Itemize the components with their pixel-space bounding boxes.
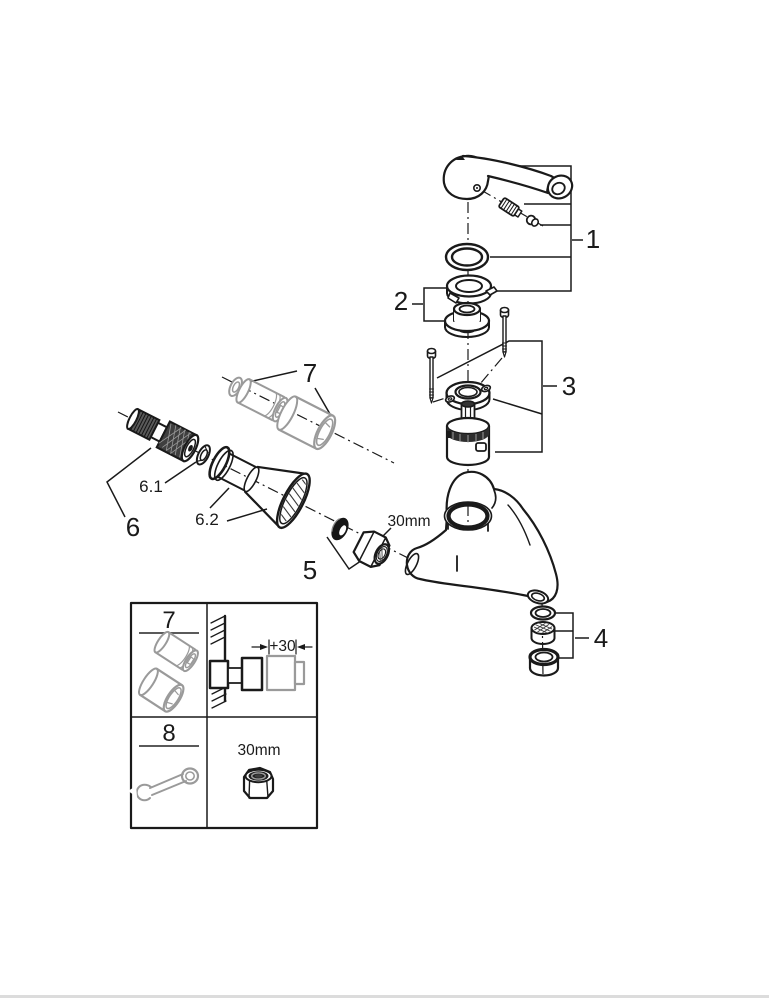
legend-cell-part7: 7	[137, 607, 199, 713]
seal-gasket	[331, 517, 349, 541]
callout-lines	[106, 165, 589, 659]
wall-hatching	[210, 615, 227, 709]
callout-bracket-3	[436, 340, 557, 453]
callout-label-7: 7	[303, 358, 317, 388]
handle-retaining-ring	[445, 274, 498, 305]
callout-bracket-4	[555, 612, 589, 659]
fixing-screw-left	[426, 347, 437, 404]
legend-nut-icon	[242, 766, 275, 800]
cartridge-flange-bushing	[443, 301, 491, 338]
aerator-housing	[528, 647, 560, 677]
fixing-screw-right	[499, 306, 510, 358]
legend-wrench-size-label: 30mm	[237, 742, 280, 759]
legend-wrench-icon	[128, 767, 200, 802]
aerator-insert	[530, 621, 556, 645]
union-nut-30mm	[352, 530, 391, 568]
legend-nut-cell: 30mm	[237, 742, 281, 800]
screw-cap	[525, 214, 540, 227]
extension-set	[228, 376, 337, 451]
legend-cell-part8: 8	[128, 720, 200, 802]
callout-bracket-1-stubs	[490, 203, 583, 258]
legend-sleeve-icon	[137, 667, 185, 713]
o-ring	[444, 242, 490, 272]
screw-right-align-axis	[479, 357, 503, 385]
legend-adapter-icon	[153, 630, 199, 673]
faucet-body	[404, 470, 559, 605]
callout-leader-6-2	[209, 487, 268, 522]
legend-part8-number: 8	[162, 720, 175, 747]
callout-label-5: 5	[303, 555, 317, 585]
nut-size-label: 30mm	[387, 513, 430, 530]
legend-extension-diagram: +30	[208, 614, 313, 709]
extension-part	[265, 654, 297, 692]
callout-leader-6-1	[164, 461, 197, 484]
legend-part7-number: 7	[162, 607, 175, 634]
callout-bracket-2	[412, 287, 452, 322]
body-union-port	[404, 552, 420, 576]
cartridge-flange	[444, 380, 492, 411]
footer-divider-bar	[0, 995, 769, 998]
union-fitting	[126, 407, 200, 463]
union-washer	[195, 444, 211, 466]
handle-screw-hole	[472, 184, 481, 193]
cartridge	[445, 400, 491, 467]
callout-label-6-1: 6.1	[139, 477, 163, 496]
callout-label-1: 1	[586, 224, 600, 254]
handle-top-mark	[456, 156, 465, 160]
callout-label-6-2: 6.2	[195, 510, 219, 529]
callout-bracket-1	[494, 165, 572, 292]
callout-labels: 1 2 3 4 5 6 6.1 6.2 7 30mm	[126, 224, 608, 653]
callout-label-4: 4	[594, 623, 608, 653]
handle-set-screw	[498, 197, 523, 218]
legend-dimension-label: +30	[269, 638, 296, 655]
callout-label-2: 2	[394, 286, 408, 316]
lever-handle	[442, 154, 574, 201]
callout-label-6: 6	[126, 512, 140, 542]
legend-table: 7	[128, 601, 319, 830]
callout-label-3: 3	[562, 371, 576, 401]
aerator-washer	[529, 605, 557, 621]
escutcheon	[208, 445, 311, 530]
callout-bracket-6	[106, 447, 152, 518]
dimension-ticks	[268, 639, 297, 655]
